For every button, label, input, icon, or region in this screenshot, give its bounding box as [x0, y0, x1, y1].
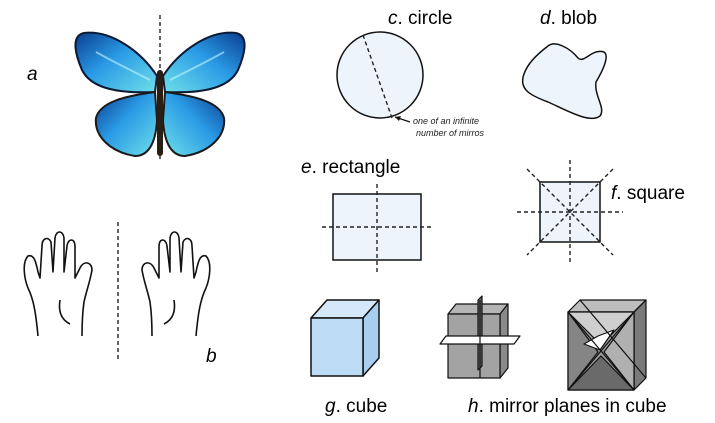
- panel-c-label: c. circle: [388, 8, 452, 29]
- circle-mirror-line: [362, 34, 393, 119]
- panel-f-label: f. square: [611, 183, 685, 204]
- panel-b: b: [23, 222, 217, 367]
- panel-a-letter: a: [27, 64, 38, 85]
- panel-d-label: d. blob: [540, 8, 597, 29]
- panel-d: d. blob: [521, 8, 607, 120]
- panel-a: a: [27, 15, 246, 160]
- square-diagonal-mirror-2: [526, 168, 614, 256]
- panel-h: h. mirror planes in cube: [439, 295, 667, 417]
- panel-e-label: e. rectangle: [301, 157, 400, 178]
- panel-e: e. rectangle: [301, 157, 432, 272]
- square-diagonal-mirror-1: [526, 168, 614, 256]
- panel-g: g. cube: [310, 299, 387, 417]
- blob-shape: [521, 43, 607, 120]
- butterfly-image: [74, 31, 246, 158]
- cube-shape: [310, 299, 380, 377]
- cube-axis-planes: [439, 295, 521, 379]
- panel-g-label: g. cube: [325, 396, 387, 417]
- panel-h-label: h. mirror planes in cube: [468, 396, 667, 417]
- circle-note-line1: one of an infinite: [413, 116, 479, 126]
- panel-c: c. circle one of an infinite number of m…: [336, 8, 485, 138]
- hands-image: [23, 231, 211, 337]
- panel-f: f. square: [517, 160, 685, 262]
- panel-b-letter: b: [206, 346, 217, 367]
- circle-shape: [336, 31, 424, 119]
- cube-diagonal-planes: [567, 299, 647, 391]
- circle-note-line2: number of mirros: [416, 128, 485, 138]
